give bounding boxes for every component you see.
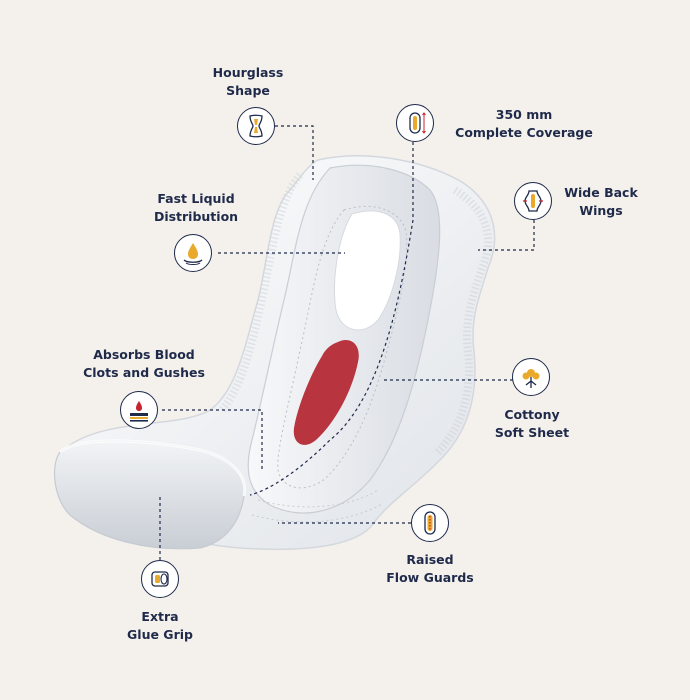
cottony-label: Cottony Soft Sheet (484, 406, 580, 442)
pad-wing-texture (433, 186, 493, 457)
wings-label-line1: Wide Back (564, 185, 638, 200)
fast-liquid-badge (174, 234, 212, 272)
glue-label-line2: Glue Grip (127, 627, 193, 642)
wings-label-line2: Wings (579, 203, 623, 218)
pad-inner-channel (334, 210, 401, 331)
absorbs-label: Absorbs Blood Clots and Gushes (76, 346, 212, 382)
absorbs-badge (120, 391, 158, 429)
pad-core-stitch (277, 206, 408, 489)
leader-line-wings (478, 220, 535, 251)
coverage-label-line2: Complete Coverage (455, 125, 593, 140)
leader-line-coverage (249, 142, 414, 496)
pad-front-tail-edge (59, 439, 247, 497)
hourglass-label: Hourglass Shape (208, 64, 288, 100)
coverage-label: 350 mm Complete Coverage (444, 106, 604, 142)
absorbs-label-line1: Absorbs Blood (93, 347, 195, 362)
cottony-label-line1: Cottony (504, 407, 560, 422)
wings-badge (514, 182, 552, 220)
liquid-drop-icon (183, 243, 203, 265)
hourglass-label-line2: Shape (226, 83, 270, 98)
cottony-badge (512, 358, 550, 396)
flow-guard-line (257, 489, 379, 508)
flow-guards-label-line2: Flow Guards (386, 570, 474, 585)
flow-guards-badge (411, 504, 449, 542)
glue-label-line1: Extra (141, 609, 179, 624)
leader-line-absorbs (162, 409, 263, 470)
fast-liquid-label-line2: Distribution (153, 209, 239, 224)
glue-badge (141, 560, 179, 598)
flow-guards-label-line1: Raised (406, 552, 454, 567)
hourglass-badge (237, 107, 275, 145)
wings-icon (523, 190, 543, 212)
wings-label: Wide Back Wings (556, 184, 646, 220)
absorption-stain (293, 340, 359, 445)
flow-guard-line (251, 503, 383, 523)
coverage-badge (396, 104, 434, 142)
sanitary-pad (53, 155, 496, 551)
absorbs-label-line2: Clots and Gushes (83, 365, 205, 380)
fast-liquid-label-line1: Fast Liquid (157, 191, 235, 206)
cotton-flower-icon (522, 369, 540, 388)
cottony-label-line2: Soft Sheet (494, 425, 570, 440)
coverage-label-line1: 350 mm (495, 107, 553, 122)
coverage-length-icon (409, 112, 426, 134)
leader-line-hourglass (275, 125, 314, 180)
flow-guards-icon (424, 511, 436, 535)
absorption-layers-icon (130, 401, 148, 422)
pad-front-tail (53, 440, 246, 550)
glue-roll-icon (151, 571, 169, 587)
hourglass-shape-icon (249, 114, 263, 138)
glue-label: Extra Glue Grip (120, 608, 200, 644)
hourglass-label-line1: Hourglass (212, 65, 284, 80)
flow-guards-label: Raised Flow Guards (380, 551, 480, 587)
fast-liquid-label: Fast Liquid Distribution (148, 190, 244, 226)
